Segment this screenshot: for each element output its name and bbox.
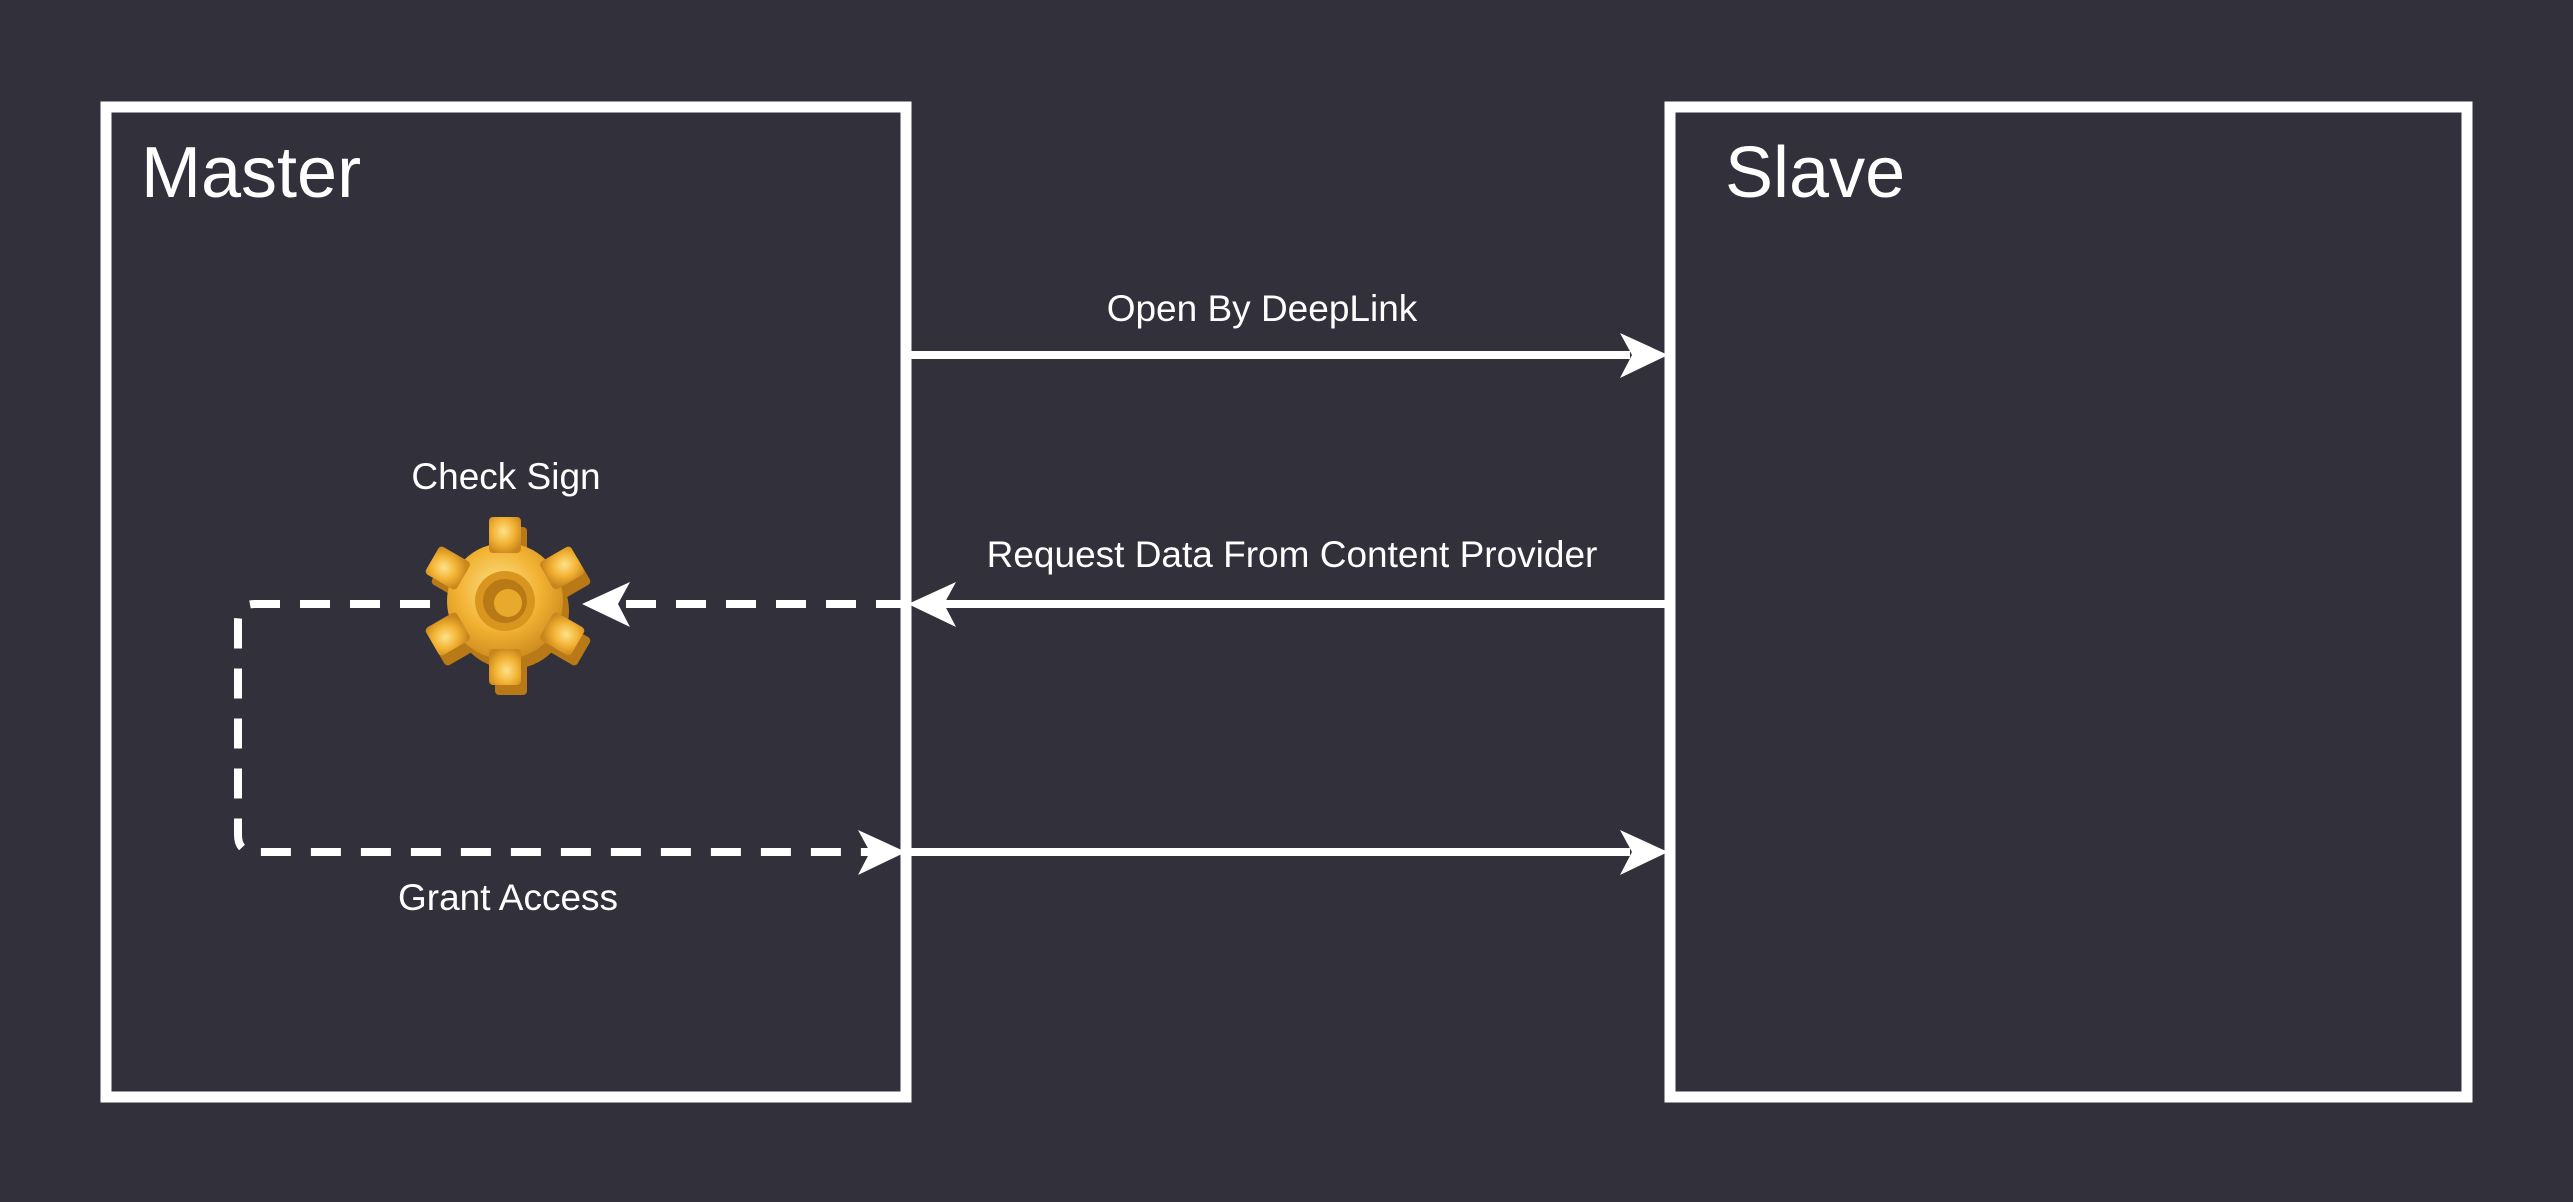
edge-request-data: Request Data From Content Provider	[582, 534, 1670, 627]
edge-open-by-deeplink: Open By DeepLink	[906, 288, 1668, 378]
edge-label-grant-access: Grant Access	[398, 877, 618, 918]
arrowhead-right-icon	[1620, 830, 1668, 875]
check-sign-node: Check Sign	[411, 456, 601, 695]
edge-label-request-data: Request Data From Content Provider	[987, 534, 1598, 575]
arrowhead-left-icon	[582, 582, 630, 627]
slave-box	[1664, 101, 2473, 1103]
edge-grant-access: Grant Access	[234, 600, 906, 918]
check-sign-label: Check Sign	[411, 456, 600, 497]
arrowhead-right-icon	[1620, 333, 1668, 378]
slave-node: Slave	[1664, 101, 2473, 1103]
master-title: Master	[141, 133, 361, 213]
gear-icon	[425, 517, 591, 695]
arrowhead-right-icon	[858, 830, 906, 875]
edge-line-dashed	[234, 600, 870, 856]
slave-title: Slave	[1725, 133, 1905, 213]
edge-label-open-by-deeplink: Open By DeepLink	[1107, 288, 1418, 329]
edge-master-to-slave	[906, 830, 1668, 875]
arrowhead-left-icon	[908, 582, 956, 627]
